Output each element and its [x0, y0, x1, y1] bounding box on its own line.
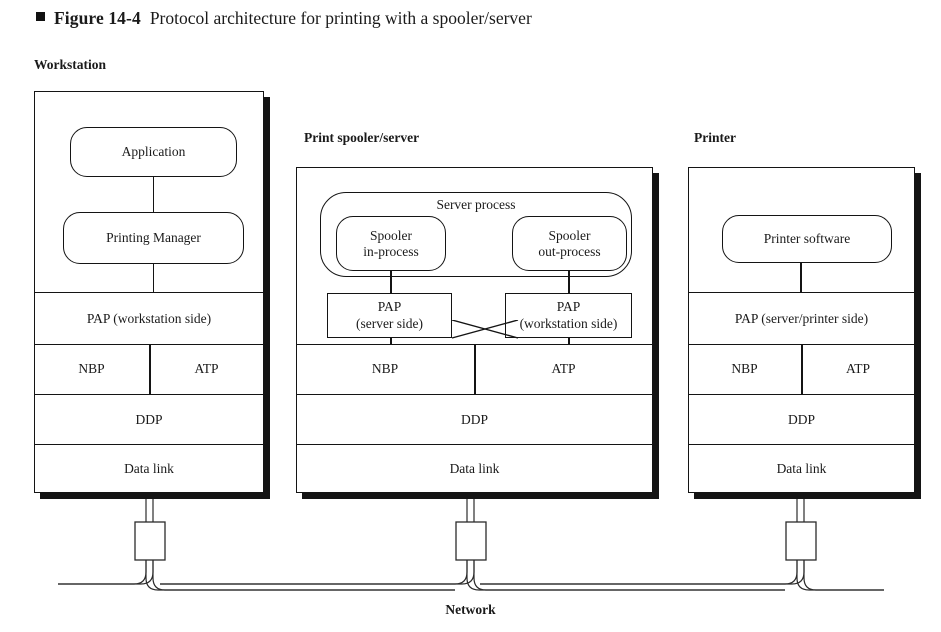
process-label-line2: out-process	[538, 243, 601, 259]
bus-branch-printer-left	[480, 560, 798, 585]
workstation-layer-ddp: DDP	[34, 394, 264, 444]
printer-layer-divider	[801, 344, 803, 394]
layer-label: ATP	[551, 361, 576, 376]
workstation-shadow	[264, 97, 270, 499]
bus-branch-spooler-right	[466, 560, 785, 591]
figure-title: Protocol architecture for printing with …	[149, 8, 532, 28]
bus-branch-workstation-right	[145, 560, 455, 591]
layer-label: DDP	[135, 411, 163, 427]
spooler-layer-divider	[474, 344, 476, 394]
pap-label-line1: PAP	[377, 299, 402, 315]
square-bullet-icon	[36, 12, 45, 21]
layer-label: NBP	[371, 361, 399, 376]
layer-label: PAP (server/printer side)	[734, 310, 869, 326]
process-label: Printer software	[763, 231, 851, 247]
pap-label: PAP (workstation side)	[520, 299, 618, 331]
process-label: Printing Manager	[106, 230, 201, 246]
workstation-layer-divider	[149, 344, 151, 394]
layer-label: NBP	[731, 361, 758, 376]
layer-label: Data link	[776, 461, 827, 476]
spooler-layer-data-link: Data link	[296, 444, 653, 493]
network-connector-printer	[785, 521, 817, 561]
spooler-shadow	[302, 493, 659, 499]
network-connector-workstation	[134, 521, 166, 561]
heading-print-spooler-server: Print spooler/server	[304, 130, 420, 145]
printer-layer-pap: PAP (server/printer side)	[688, 292, 915, 344]
layer-label: ATP	[194, 361, 219, 376]
workstation-layer-data-link: Data link	[34, 444, 264, 493]
process-label-line2: in-process	[363, 243, 419, 259]
connector-spooler-in-to-pap-server	[390, 271, 392, 293]
figure-number: Figure 14-4	[54, 8, 141, 28]
figure-caption: Figure 14-4 Protocol architecture for pr…	[36, 8, 532, 29]
spooler-pap-server-side-box: PAP (server side)	[327, 293, 452, 338]
connector-printing-manager-to-pap	[152, 264, 154, 292]
printer-process-printer-software: Printer software	[722, 215, 892, 263]
workstation-layer-nbp: NBP	[34, 344, 149, 394]
printer-layer-ddp: DDP	[688, 394, 915, 444]
workstation-shadow	[40, 493, 270, 499]
printer-shadow	[915, 173, 921, 499]
printer-shadow	[694, 493, 921, 499]
connector-pap-server-to-nbp	[390, 338, 392, 344]
spooler-layer-atp: ATP	[474, 344, 653, 394]
process-label: Spooler out-process	[538, 228, 600, 260]
process-label: Application	[121, 144, 186, 160]
spooler-pap-workstation-side-box: PAP (workstation side)	[505, 293, 632, 338]
pap-label: PAP (server side)	[356, 299, 423, 331]
connector-printer-software-to-pap	[800, 263, 802, 292]
printer-layer-atp: ATP	[801, 344, 915, 394]
connector-pap-workstation-to-atp	[568, 338, 570, 344]
layer-label: Data link	[449, 461, 500, 476]
connector-spooler-out-to-pap-workstation	[568, 271, 570, 293]
printer-layer-data-link: Data link	[688, 444, 915, 493]
workstation-layer-pap: PAP (workstation side)	[34, 292, 264, 344]
spooler-layer-nbp: NBP	[296, 344, 474, 394]
network-label: Network	[445, 602, 496, 617]
process-label-line1: Spooler	[369, 227, 412, 243]
server-process-label: Server process	[436, 197, 516, 212]
printer-layer-nbp: NBP	[688, 344, 801, 394]
spooler-shadow	[653, 173, 659, 499]
layer-label: ATP	[845, 361, 870, 376]
workstation-layer-atp: ATP	[149, 344, 264, 394]
layer-label: DDP	[787, 411, 815, 427]
bus-branch-workstation-left	[58, 560, 147, 585]
process-label: Spooler in-process	[363, 228, 418, 260]
spooler-layer-ddp: DDP	[296, 394, 653, 444]
layer-label: Data link	[124, 461, 174, 476]
connector-application-to-printing-manager	[152, 177, 154, 212]
heading-workstation: Workstation	[34, 57, 107, 72]
layer-label: PAP (workstation side)	[86, 310, 212, 326]
layer-label: DDP	[460, 411, 488, 427]
spooler-out-process-box: Spooler out-process	[512, 216, 627, 271]
network-connector-spooler	[455, 521, 487, 561]
workstation-process-application: Application	[70, 127, 237, 177]
bus-branch-spooler-left	[160, 560, 468, 585]
bus-branch-printer-right	[796, 560, 884, 591]
pap-label-line2: (server side)	[355, 315, 424, 331]
pap-label-line1: PAP	[556, 299, 581, 315]
layer-label: NBP	[78, 361, 105, 376]
spooler-in-process-box: Spooler in-process	[336, 216, 446, 271]
heading-printer: Printer	[694, 130, 736, 145]
process-label-line1: Spooler	[548, 227, 591, 243]
pap-crossover-lines	[451, 320, 519, 339]
network-cabling	[58, 499, 884, 591]
workstation-process-printing-manager: Printing Manager	[63, 212, 244, 264]
pap-label-line2: (workstation side)	[519, 315, 618, 331]
